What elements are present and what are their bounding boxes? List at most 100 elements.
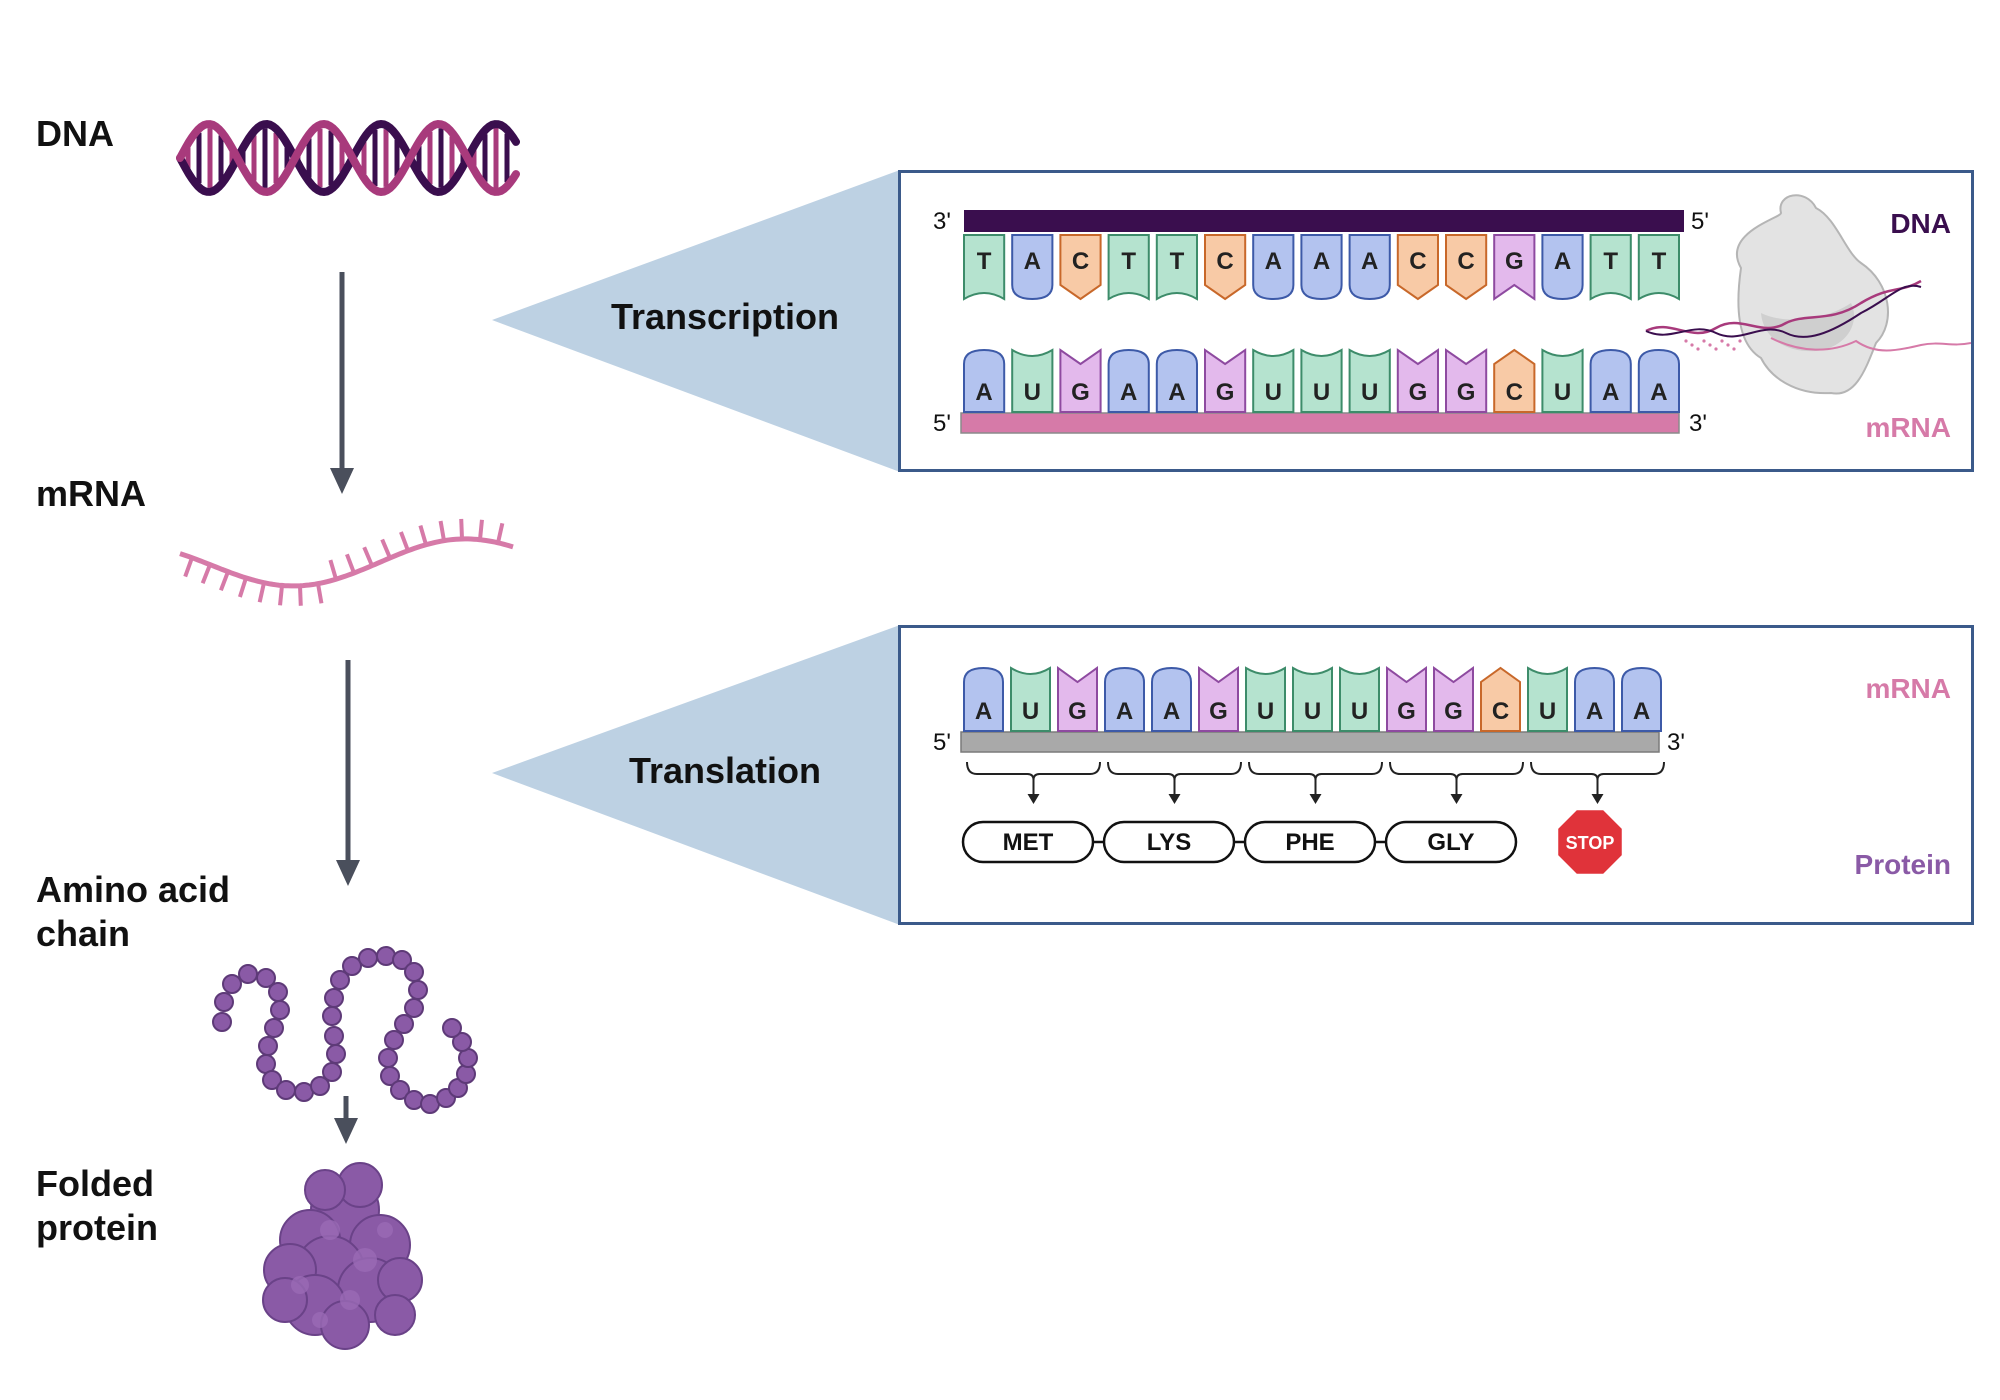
template-base-13-letter: T	[1603, 248, 1618, 275]
mrna-base-1-letter: U	[1024, 379, 1041, 406]
template-base-0-letter: T	[977, 248, 992, 275]
stage-label-amino-acid-chain: Amino acid chain	[36, 869, 231, 954]
template-base-0: T	[963, 234, 1006, 301]
mrna-backbone	[960, 412, 1680, 434]
template-base-9-letter: C	[1409, 248, 1426, 275]
template-base-2: C	[1059, 234, 1102, 301]
mrna-end-5prime: 5'	[933, 410, 951, 437]
mrna-base-3: A	[1107, 348, 1150, 413]
translation-base-13-letter: A	[1586, 698, 1603, 725]
dna-end-5prime: 5'	[1691, 208, 1709, 235]
template-base-12: A	[1541, 234, 1584, 301]
mrna-base-12: U	[1541, 348, 1584, 413]
translation-base-13: A	[1574, 666, 1615, 732]
template-base-10: C	[1445, 234, 1488, 301]
template-base-6: A	[1252, 234, 1295, 301]
codon-bracket-4	[1530, 761, 1665, 804]
arrow-dna-to-mrna	[330, 272, 354, 494]
mrna-base-8: U	[1348, 348, 1391, 413]
translation-base-14-letter: A	[1633, 698, 1650, 725]
template-base-1-letter: A	[1024, 248, 1041, 275]
translation-label: Translation	[628, 750, 822, 791]
mrna-base-9-letter: G	[1409, 379, 1428, 406]
dna-end-3prime: 3'	[933, 208, 951, 235]
left-column-graphics	[176, 119, 520, 1350]
template-base-14-letter: T	[1652, 248, 1667, 275]
translation-base-5-letter: G	[1209, 698, 1228, 725]
amino-acid-phe: PHE	[1243, 820, 1377, 864]
mrna-base-2-letter: G	[1071, 379, 1090, 406]
translation-base-1-letter: U	[1022, 698, 1039, 725]
amino-acid-label-1: LYS	[1147, 829, 1191, 856]
mrna-base-4-letter: A	[1168, 379, 1185, 406]
folded-protein-icon	[262, 1162, 423, 1350]
mrna-base-10-letter: G	[1457, 379, 1476, 406]
translation-base-9-letter: G	[1397, 698, 1416, 725]
translation-base-14: A	[1621, 666, 1662, 732]
mrna-base-6-letter: U	[1265, 379, 1282, 406]
template-base-11: G	[1493, 234, 1536, 301]
codon-bracket-0	[966, 761, 1101, 804]
amino-acid-label-3: GLY	[1427, 829, 1474, 856]
translation-base-6: U	[1245, 666, 1286, 732]
protein-label: Protein	[1855, 849, 1951, 880]
translation-base-1: U	[1010, 666, 1051, 732]
translation-base-8-letter: U	[1351, 698, 1368, 725]
mrna-base-11-letter: C	[1506, 379, 1523, 406]
translation-base-4: A	[1151, 666, 1192, 732]
mrna-base-5: G	[1204, 348, 1247, 413]
translation-base-3: A	[1104, 666, 1145, 732]
dna-double-helix-icon	[176, 119, 520, 197]
translation-mrna-label: mRNA	[1865, 673, 1951, 704]
mrna-base-0: A	[963, 348, 1006, 413]
translation-end-5prime: 5'	[933, 729, 951, 756]
stage-label-mrna: mRNA	[36, 473, 147, 514]
mrna-base-5-letter: G	[1216, 379, 1235, 406]
template-base-6-letter: A	[1265, 248, 1282, 275]
panel-mrna-label: mRNA	[1865, 412, 1951, 443]
translation-base-8: U	[1339, 666, 1380, 732]
template-base-4-letter: T	[1170, 248, 1185, 275]
stage-label-dna: DNA	[36, 113, 114, 154]
template-base-1: A	[1011, 234, 1054, 301]
codon-brackets	[966, 761, 1665, 804]
mrna-base-11: C	[1493, 348, 1536, 413]
mrna-base-6: U	[1252, 348, 1295, 413]
mrna-strand-icon	[179, 518, 514, 606]
template-base-9: C	[1396, 234, 1439, 301]
translation-mrna-backbone	[960, 731, 1660, 753]
amino-acid-chain-icon	[212, 946, 478, 1114]
template-base-8-letter: A	[1361, 248, 1378, 275]
mrna-base-0-letter: A	[975, 379, 992, 406]
template-base-7-letter: A	[1313, 248, 1330, 275]
translation-base-3-letter: A	[1116, 698, 1133, 725]
translation-base-10: G	[1433, 666, 1474, 732]
mrna-base-1: U	[1011, 348, 1054, 413]
stop-sign-icon: STOP	[1555, 807, 1625, 877]
template-base-8: A	[1348, 234, 1391, 301]
stop-label: STOP	[1566, 833, 1615, 853]
translation-base-4-letter: A	[1163, 698, 1180, 725]
mrna-base-12-letter: U	[1554, 379, 1571, 406]
codon-bracket-1	[1107, 761, 1242, 804]
mrna-base-9: G	[1396, 348, 1439, 413]
template-base-13: T	[1589, 234, 1632, 301]
rna-polymerase-icon	[1645, 194, 1971, 395]
translation-base-0-letter: A	[975, 698, 992, 725]
codon-bracket-3	[1389, 761, 1524, 804]
amino-acid-lys: LYS	[1102, 820, 1236, 864]
translation-base-12: U	[1527, 666, 1568, 732]
mrna-base-7: U	[1300, 348, 1343, 413]
mrna-base-7-letter: U	[1313, 379, 1330, 406]
template-base-4: T	[1155, 234, 1198, 301]
panel-dna-label: DNA	[1890, 208, 1951, 239]
mrna-base-14-letter: A	[1650, 379, 1667, 406]
template-base-12-letter: A	[1554, 248, 1571, 275]
translation-base-9: G	[1386, 666, 1427, 732]
translation-base-2: G	[1057, 666, 1098, 732]
